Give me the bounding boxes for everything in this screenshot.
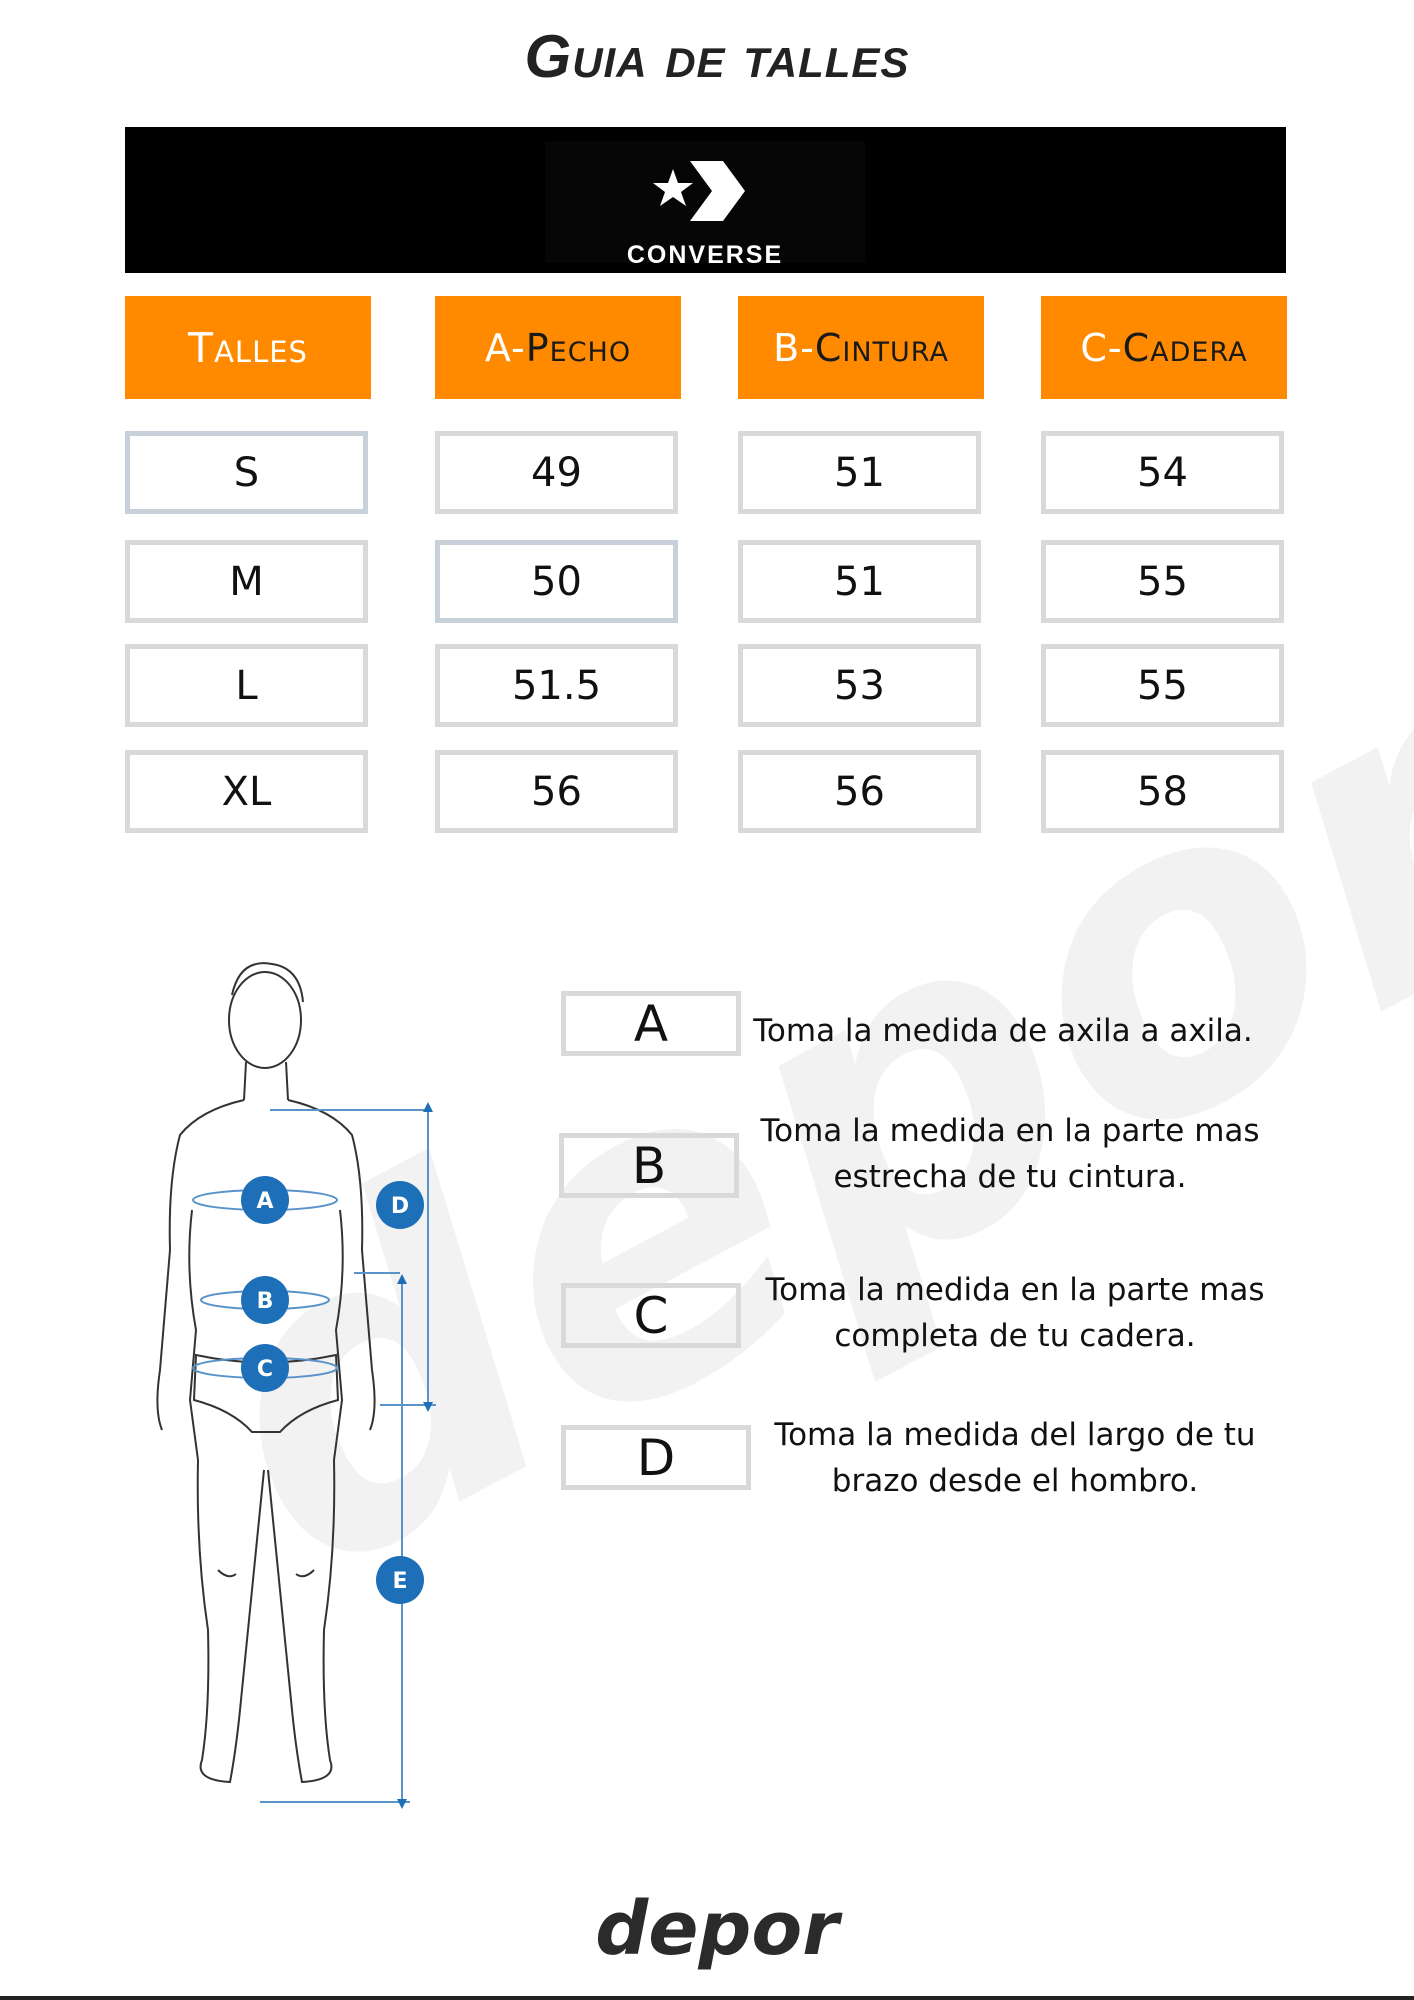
legend-letter-b: B <box>559 1133 739 1198</box>
star-chevron-icon <box>653 161 745 221</box>
cell-pecho-l: 51.5 <box>435 644 678 727</box>
brand-name: CONVERSE <box>626 241 784 269</box>
cell-size-m: M <box>125 540 368 623</box>
marker-b-label: B <box>257 1289 274 1314</box>
cell-cadera-xl: 58 <box>1041 750 1284 833</box>
legend-letter-c: C <box>561 1283 741 1348</box>
legend-text-c: Toma la medida en la parte mas completa … <box>765 1272 1265 1354</box>
cell-pecho-m: 50 <box>435 540 678 623</box>
header-cintura: B-Cintura <box>738 296 984 399</box>
header-cadera: C-Cadera <box>1041 296 1287 399</box>
cell-pecho-s: 49 <box>435 431 678 514</box>
cell-cadera-m: 55 <box>1041 540 1284 623</box>
cell-size-s: S <box>125 431 368 514</box>
brand-logo: CONVERSE <box>545 141 865 269</box>
brand-banner: CONVERSE <box>125 127 1286 273</box>
page-title: Guia de talles <box>524 23 910 90</box>
legend-text-a: Toma la medida de axila a axila. <box>753 1013 1253 1049</box>
cell-size-xl: XL <box>125 750 368 833</box>
cell-cintura-m: 51 <box>738 540 981 623</box>
cell-cintura-xl: 56 <box>738 750 981 833</box>
cell-cadera-l: 55 <box>1041 644 1284 727</box>
legend-text-b: Toma la medida en la parte mas estrecha … <box>760 1113 1260 1195</box>
legend-text-d: Toma la medida del largo de tu brazo des… <box>774 1417 1256 1499</box>
cell-cintura-l: 53 <box>738 644 981 727</box>
bottom-divider <box>0 1996 1414 2000</box>
marker-c-label: C <box>257 1357 273 1382</box>
header-talles: Talles <box>125 296 371 399</box>
depor-logo: depor <box>595 1886 839 1972</box>
marker-a-label: A <box>256 1189 273 1214</box>
body-measurement-figure: A B C D E <box>156 962 436 1809</box>
cell-size-l: L <box>125 644 368 727</box>
marker-d-label: D <box>391 1194 409 1219</box>
marker-e-label: E <box>392 1569 407 1594</box>
header-pecho: A-Pecho <box>435 296 681 399</box>
cell-cintura-s: 51 <box>738 431 981 514</box>
legend-letter-a: A <box>561 991 741 1056</box>
cell-pecho-xl: 56 <box>435 750 678 833</box>
cell-cadera-s: 54 <box>1041 431 1284 514</box>
legend-letter-d: D <box>561 1425 751 1490</box>
